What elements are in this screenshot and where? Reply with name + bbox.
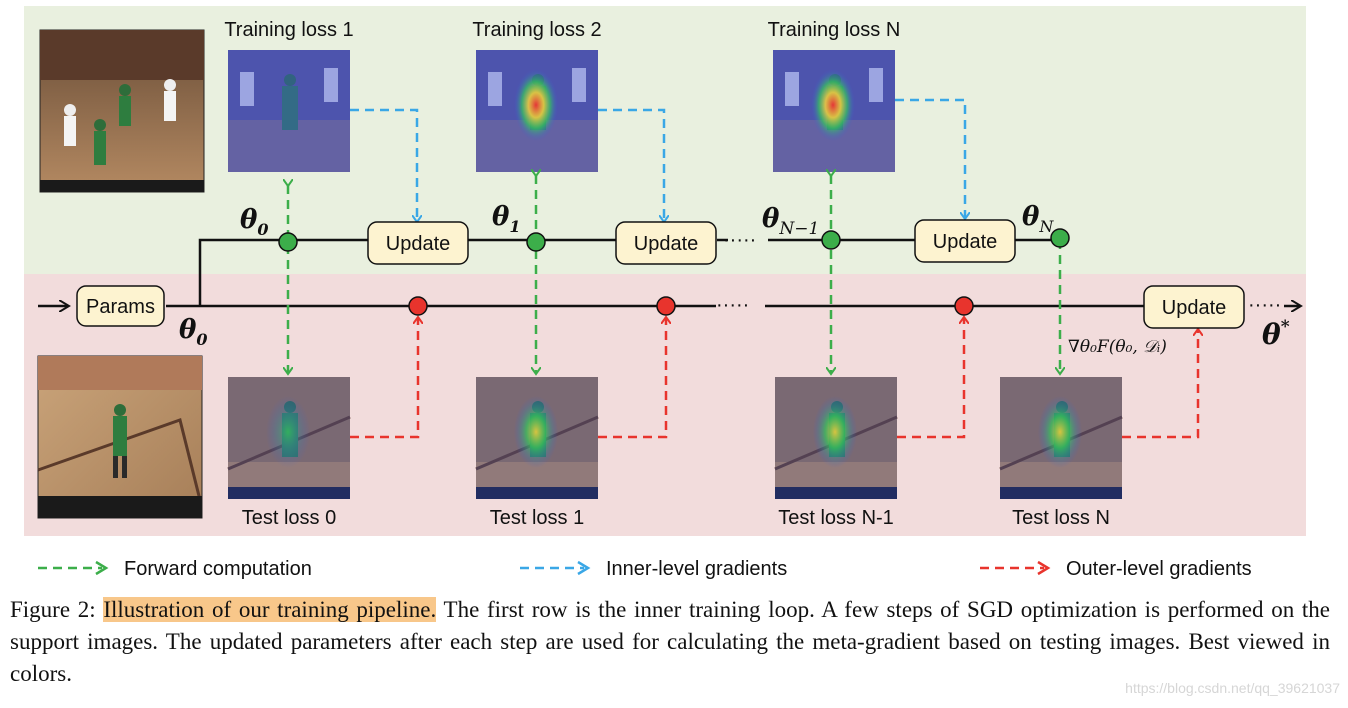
test-loss-1-thumbnail-label: Test loss 1 [490, 507, 584, 529]
theta-n-minus-1: θ [762, 204, 780, 234]
legend-label-1: Inner-level gradients [606, 558, 787, 580]
outer-gradient-arrow-0 [350, 318, 418, 439]
caption-prefix: Figure 2: [10, 597, 104, 622]
training-loss-2-thumbnail-label: Training loss 2 [472, 19, 601, 41]
theta-node-3 [1050, 228, 1070, 248]
legend-item-1: Inner-level gradients [520, 558, 787, 580]
update-box-n-label: Update [933, 231, 998, 253]
svg-text:θ*: θ* [1262, 317, 1290, 351]
theta-1: θ [492, 202, 510, 232]
test-loss-0-thumbnail-label: Test loss 0 [242, 507, 336, 529]
caption-body: The first row is the inner training loop… [10, 597, 1330, 686]
training-loss-2-thumbnail: Training loss 2 [472, 19, 602, 172]
update-box-2: Update [615, 221, 717, 265]
training-loss-1-thumbnail: Training loss 1 [224, 19, 354, 172]
update-box-1: Update [367, 221, 469, 265]
watermark: https://blog.csdn.net/qq_39621037 [1125, 680, 1340, 696]
test-loss-n-thumbnail-label: Test loss N [1012, 507, 1110, 529]
update-box-1-label: Update [386, 233, 451, 255]
loss-node-1 [656, 296, 676, 316]
theta-node-2 [821, 230, 841, 250]
training-loss-n-thumbnail: Training loss N [768, 19, 901, 172]
ellipsis-top: ····· [723, 229, 756, 251]
test-loss-n-thumbnail: Test loss N [999, 377, 1123, 529]
caption-highlight: Illustration of our training pipeline. [103, 597, 437, 622]
svg-text:θN: θN [1022, 202, 1054, 236]
legend-item-2: Outer-level gradients [980, 558, 1252, 580]
update-box-n: Update [914, 219, 1016, 263]
svg-text:θ0: θ0 [240, 205, 268, 239]
legend-item-0: Forward computation [38, 558, 312, 580]
ellipsis-end: ····· [1248, 294, 1281, 316]
gradient-formula: ∇θ₀F(θ₀, 𝒟ᵢ) [1068, 337, 1167, 357]
test-loss-1-thumbnail: Test loss 1 [475, 377, 599, 529]
theta-node-0 [278, 232, 298, 252]
svg-text:θ0: θ0 [179, 315, 207, 349]
ellipsis-bottom: ····· [716, 294, 749, 316]
test-loss-n-minus-1-thumbnail-label: Test loss N-1 [778, 507, 894, 529]
theta-star: θ [1262, 318, 1281, 351]
inner-gradient-arrow-2 [598, 108, 664, 221]
svg-text:θN−1: θN−1 [762, 204, 819, 239]
outer-gradient-arrow-n-minus-1 [897, 318, 964, 439]
query-image [37, 355, 203, 519]
legend-label-2: Outer-level gradients [1066, 558, 1252, 580]
training-loss-1-thumbnail-label: Training loss 1 [224, 19, 353, 41]
params-box: Params [76, 285, 165, 327]
inner-gradient-arrow-1 [350, 108, 417, 221]
theta-0-top: θ [240, 205, 258, 235]
loss-node-2 [954, 296, 974, 316]
test-loss-n-minus-1-thumbnail: Test loss N-1 [774, 377, 898, 529]
pipeline-diagram: Training loss 1 Training loss 2 Training l… [24, 6, 1306, 580]
outer-gradient-arrow-1 [598, 318, 666, 439]
training-loss-n-thumbnail-label: Training loss N [768, 19, 901, 41]
theta-0-bottom: θ [179, 315, 197, 345]
outer-gradient-arrow-n [1122, 330, 1198, 439]
figure-caption: Figure 2: Illustration of our training p… [10, 594, 1330, 690]
test-loss-0-thumbnail: Test loss 0 [227, 377, 351, 529]
params-label: Params [86, 296, 155, 318]
theta-node-1 [526, 232, 546, 252]
inner-gradient-arrow-n [895, 98, 965, 218]
theta-labels: θ0 θ1 θN−1 θN θ0 θ* [179, 202, 1290, 351]
update-box-meta-label: Update [1162, 297, 1227, 319]
loss-node-0 [408, 296, 428, 316]
update-box-meta: Update [1143, 285, 1245, 329]
legend-label-0: Forward computation [124, 558, 312, 580]
theta-n: θ [1022, 202, 1040, 232]
support-image [39, 29, 205, 193]
svg-text:θ1: θ1 [492, 202, 520, 236]
update-box-2-label: Update [634, 233, 699, 255]
